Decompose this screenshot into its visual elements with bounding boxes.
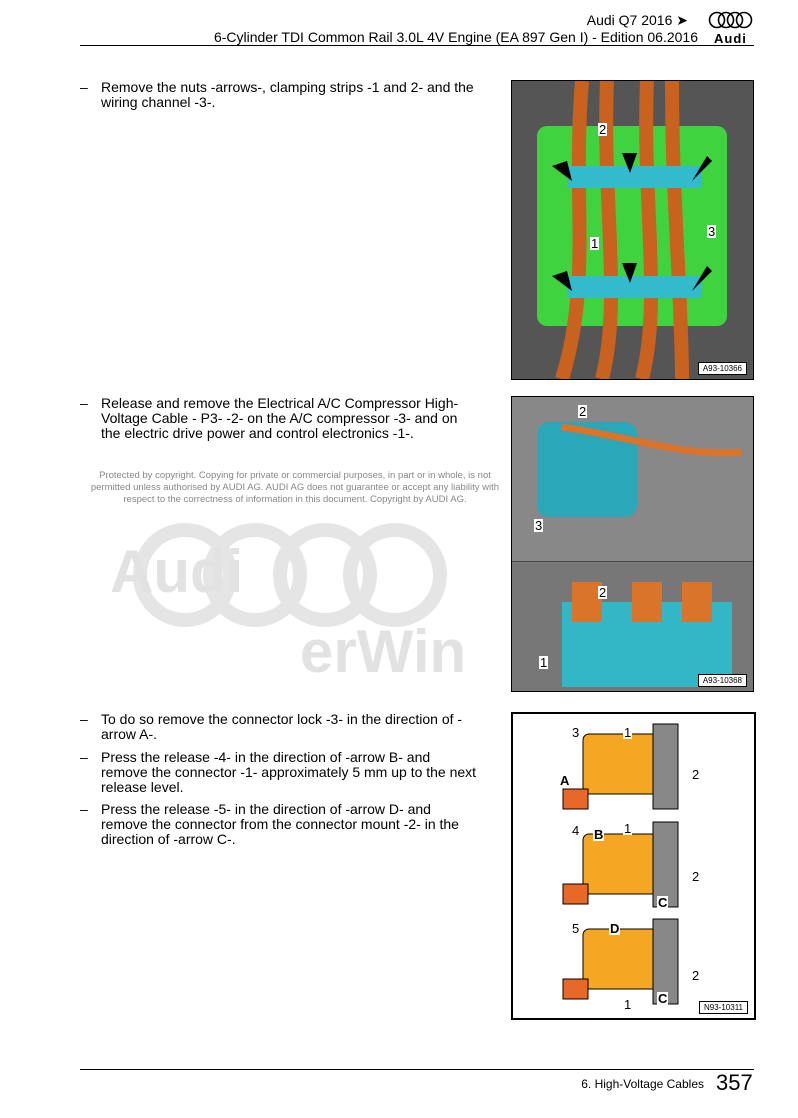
figure-id: A93-10366	[697, 362, 747, 375]
callout-label: 2	[691, 869, 701, 884]
callout-label: 2	[578, 404, 588, 419]
arrow-label: C	[657, 895, 669, 910]
callout-label: 1	[539, 655, 549, 670]
step-1: –Remove the nuts -arrows-, clamping stri…	[80, 80, 480, 110]
callout-label: 2	[598, 585, 608, 600]
figure-illustration	[562, 723, 679, 1005]
step-text: Remove the nuts -arrows-, clamping strip…	[101, 79, 474, 110]
callout-label: 1	[623, 997, 633, 1012]
arrow-label: B	[593, 827, 605, 842]
callout-label: 4	[571, 823, 581, 838]
callout-label: 3	[707, 224, 717, 239]
figure-clamping-strips: 2 3 1 A93-10366	[511, 80, 754, 382]
watermark-rings	[130, 520, 450, 635]
callout-label: 5	[571, 921, 581, 936]
step-3: –To do so remove the connector lock -3- …	[80, 712, 480, 742]
callout-label: 3	[571, 725, 581, 740]
callout-label: 2	[598, 122, 608, 137]
header-model: Audi Q7 2016 ➤	[586, 12, 688, 28]
figure-illustration	[512, 397, 753, 691]
watermark-logo-text: Audi	[110, 538, 244, 605]
header-subtitle: 6-Cylinder TDI Common Rail 3.0L 4V Engin…	[213, 29, 698, 45]
figure-illustration	[512, 80, 753, 382]
bullet-dash: –	[80, 395, 88, 411]
bullet-dash: –	[80, 749, 88, 765]
figure-id: N93-10311	[699, 1001, 748, 1014]
arrow-label: A	[559, 773, 571, 788]
figure-hv-cable: 2 3 2 1 A93-10368	[511, 396, 754, 692]
audi-logo-text: Audi	[714, 31, 747, 46]
bullet-dash: –	[80, 79, 88, 95]
step-4: –Press the release -4- in the direction …	[80, 750, 480, 795]
bullet-dash: –	[80, 711, 88, 727]
callout-label: 1	[590, 236, 600, 251]
footer-section: 6. High-Voltage Cables	[581, 1077, 704, 1091]
step-5: –Press the release -5- in the direction …	[80, 802, 480, 847]
callout-label: 3	[534, 518, 544, 533]
figure-id: A93-10368	[697, 674, 747, 687]
arrow-label: C	[657, 991, 669, 1006]
footer-rule	[80, 1069, 754, 1070]
step-text: Press the release -4- in the direction o…	[101, 749, 477, 795]
header-rule	[80, 45, 754, 46]
callout-label: 1	[623, 725, 633, 740]
copyright-watermark: Protected by copyright. Copying for priv…	[90, 470, 500, 505]
audi-rings-logo	[708, 11, 753, 29]
watermark-logo-text-2: erWin	[300, 618, 467, 685]
step-text: Press the release -5- in the direction o…	[101, 801, 459, 847]
callout-label: 2	[691, 968, 701, 983]
step-text: To do so remove the connector lock -3- i…	[101, 711, 463, 742]
page-number: 357	[716, 1070, 753, 1095]
callout-label: 2	[691, 767, 701, 782]
arrow-label: D	[609, 921, 621, 936]
figure-connector: 3 1 A 2 4 B 1 2 C 5 D 2 1 C N93-10311	[511, 712, 756, 1020]
bullet-dash: –	[80, 801, 88, 817]
step-2: –Release and remove the Electrical A/C C…	[80, 396, 480, 441]
callout-label: 1	[623, 821, 633, 836]
step-text: Release and remove the Electrical A/C Co…	[101, 395, 459, 441]
